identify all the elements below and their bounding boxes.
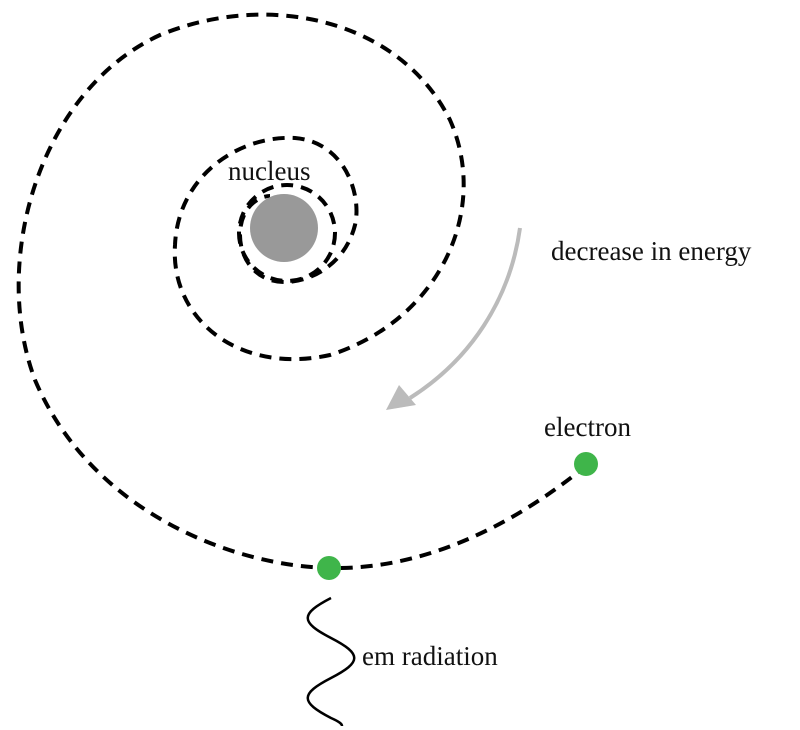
spiral-orbit-path bbox=[16, 12, 589, 571]
nucleus-disc bbox=[250, 194, 318, 262]
radiation-label: em radiation bbox=[362, 641, 498, 671]
energy-arrowhead bbox=[386, 385, 416, 410]
em-radiation-wave bbox=[306, 596, 356, 727]
electron-later-dot bbox=[317, 556, 341, 580]
nucleus-label: nucleus bbox=[228, 156, 310, 186]
inner-orbit-ring bbox=[237, 183, 337, 283]
energy-decrease-arrow bbox=[408, 227, 522, 400]
electron-initial-dot bbox=[574, 452, 598, 476]
electron-label: electron bbox=[544, 412, 631, 442]
energy-label: decrease in energy bbox=[551, 236, 752, 266]
